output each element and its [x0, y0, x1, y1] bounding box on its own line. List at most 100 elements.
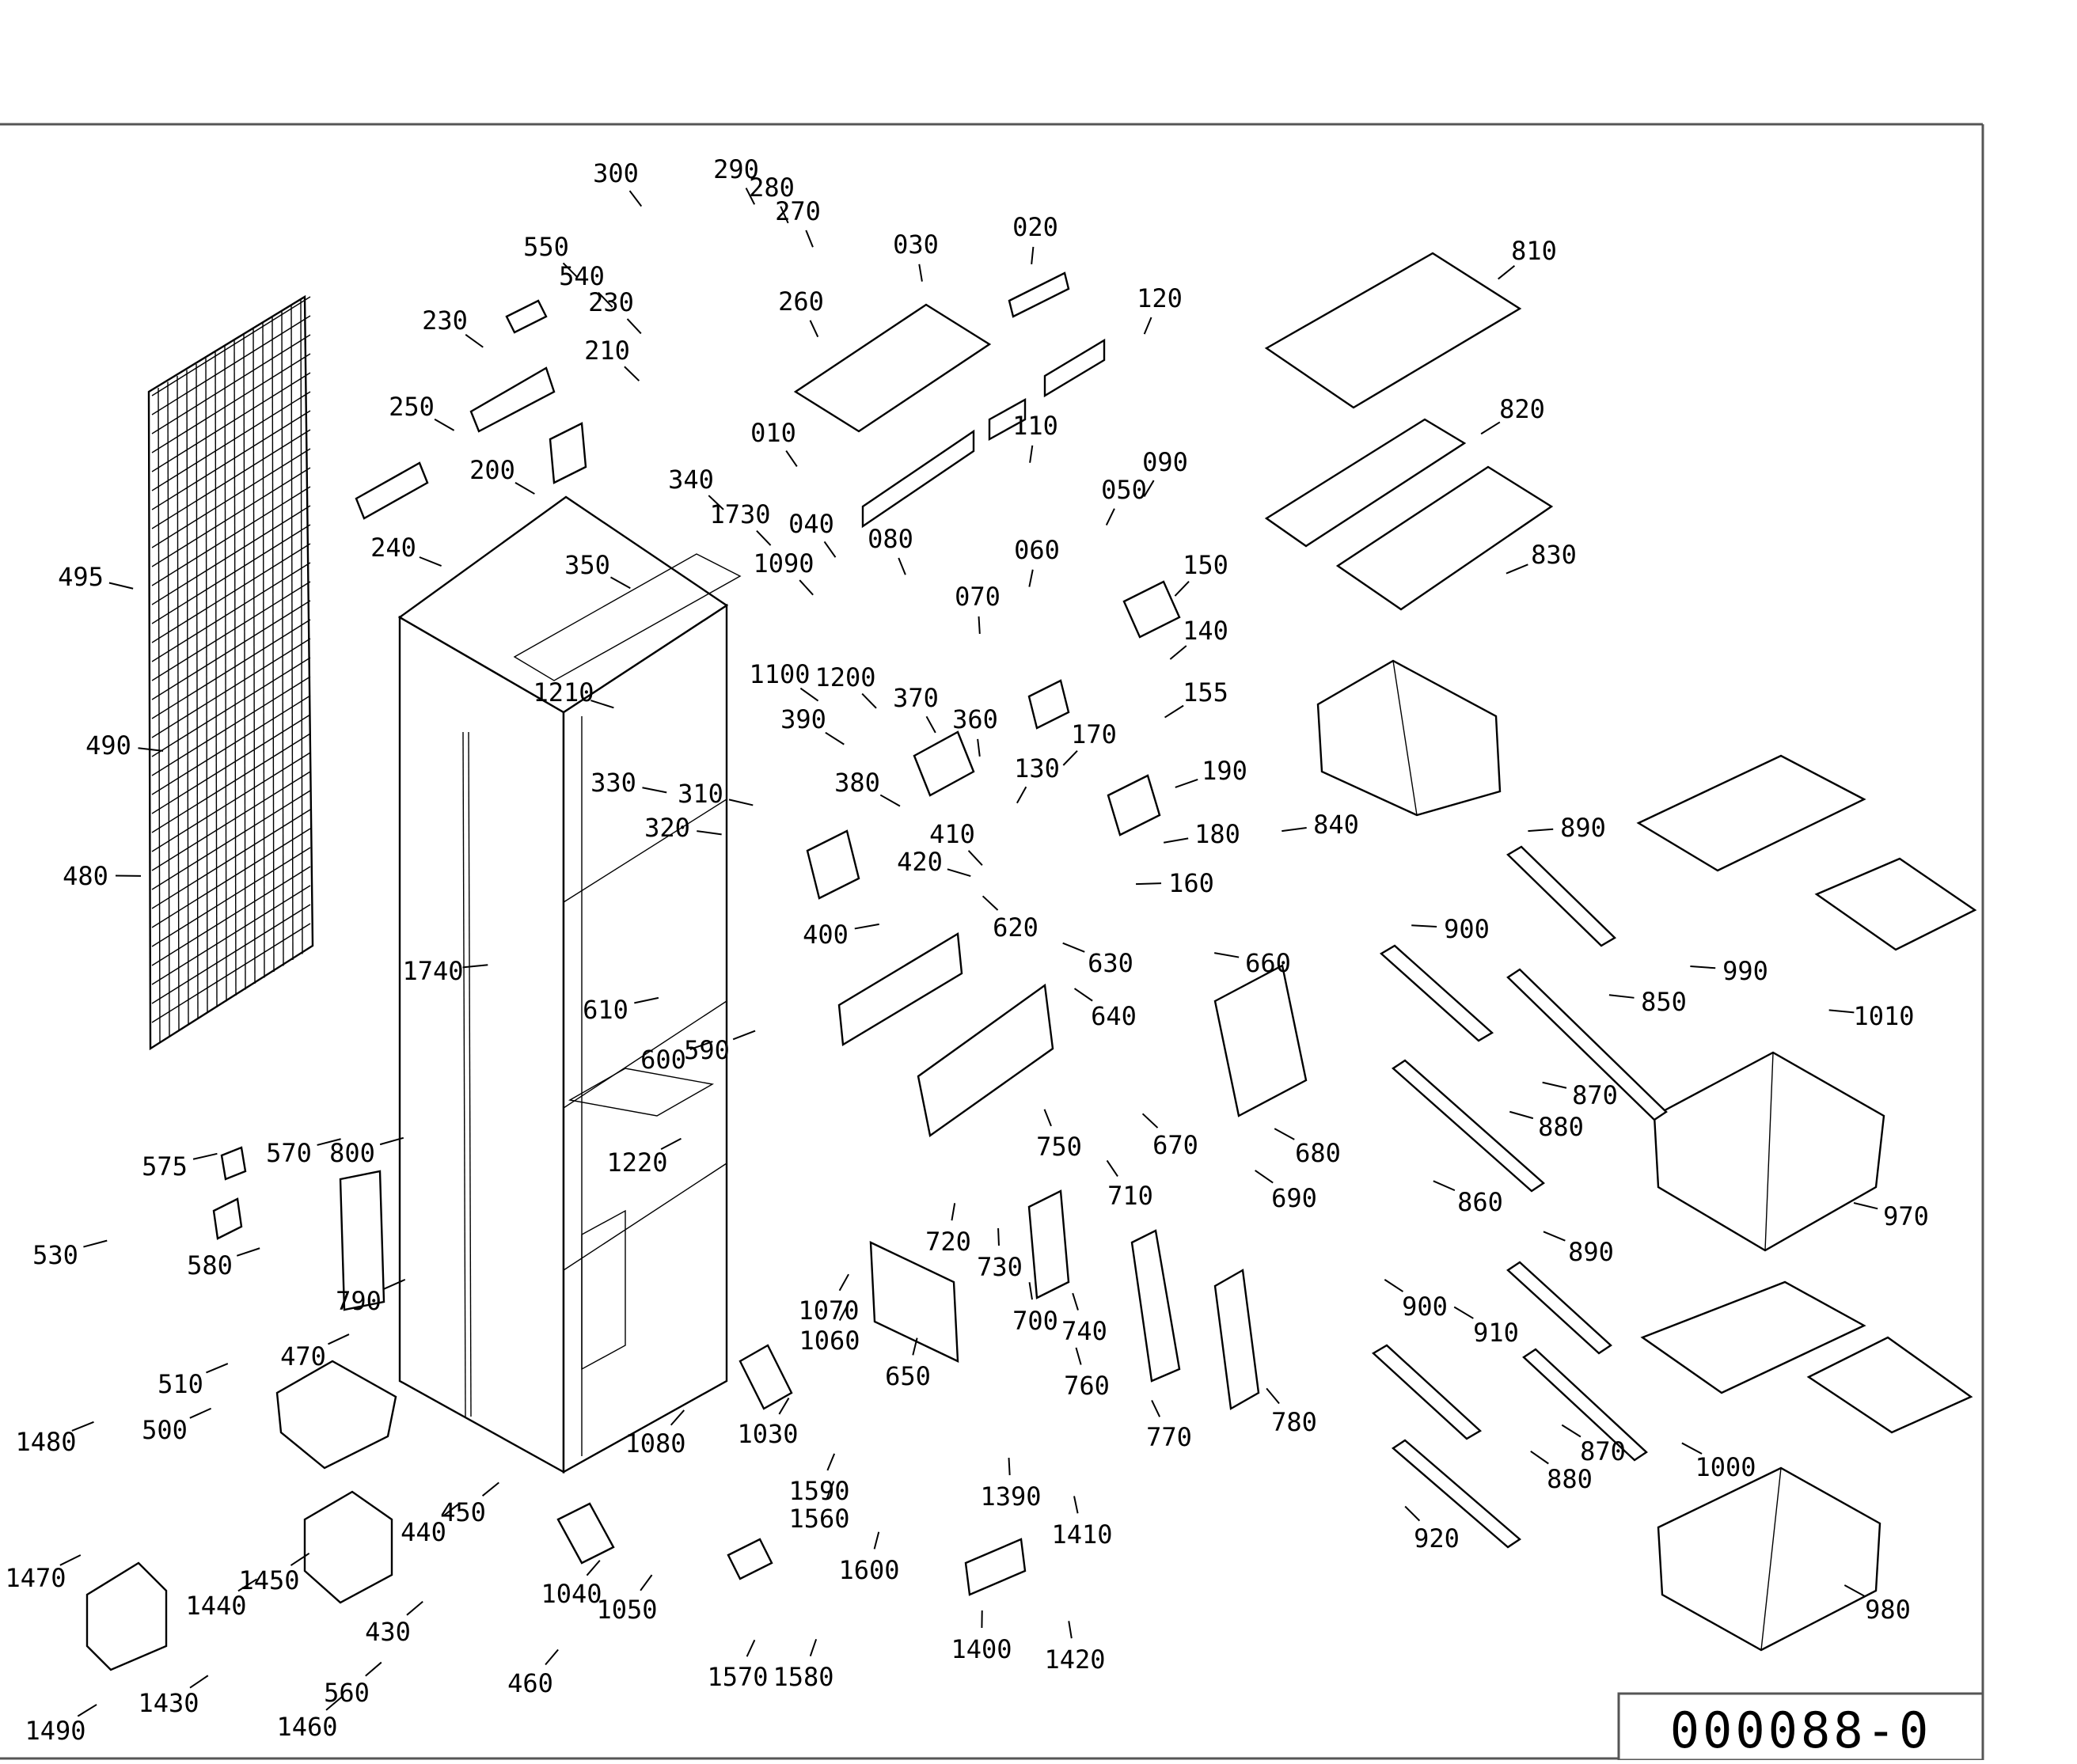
- leader-990: [1690, 966, 1715, 968]
- leader-880: [1531, 1451, 1548, 1464]
- callout-860: 860: [1457, 1187, 1503, 1217]
- callout-1480: 1480: [15, 1427, 76, 1457]
- callout-410: 410: [929, 819, 975, 849]
- callout-690: 690: [1271, 1183, 1317, 1213]
- leader-1490: [78, 1705, 97, 1717]
- leader-450: [483, 1482, 499, 1496]
- callout-190: 190: [1202, 756, 1247, 786]
- callout-810: 810: [1511, 236, 1557, 266]
- callout-890: 890: [1560, 813, 1606, 843]
- callout-390: 390: [780, 704, 826, 734]
- callout-840: 840: [1313, 810, 1359, 840]
- leader-580: [237, 1248, 260, 1256]
- callout-440: 440: [401, 1517, 446, 1547]
- callout-970: 970: [1883, 1201, 1929, 1231]
- leader-460: [545, 1649, 558, 1664]
- leader-200: [515, 483, 534, 494]
- callout-1000: 1000: [1695, 1452, 1756, 1482]
- callout-900: 900: [1444, 914, 1490, 944]
- leader-510: [206, 1364, 227, 1372]
- leader-560: [366, 1663, 382, 1676]
- leader-130: [1017, 787, 1026, 803]
- callout-870: 870: [1580, 1436, 1626, 1466]
- callout-1590: 1590: [788, 1476, 849, 1506]
- leader-1200: [862, 694, 876, 708]
- callout-890: 890: [1568, 1237, 1614, 1267]
- callout-880: 880: [1547, 1464, 1593, 1494]
- leader-lines: [60, 188, 1878, 1717]
- leader-710: [1107, 1160, 1118, 1176]
- callout-670: 670: [1152, 1130, 1198, 1160]
- callout-370: 370: [893, 683, 939, 713]
- callout-380: 380: [834, 768, 880, 798]
- leader-430: [407, 1602, 423, 1615]
- callout-160: 160: [1168, 868, 1214, 898]
- callout-640: 640: [1091, 1001, 1137, 1031]
- callout-070: 070: [955, 582, 1001, 612]
- callout-260: 260: [778, 286, 824, 317]
- callout-710: 710: [1107, 1181, 1153, 1211]
- drawer-cover-990: [1638, 756, 1864, 871]
- leader-140: [1170, 646, 1186, 659]
- callout-720: 720: [925, 1227, 971, 1257]
- leader-470: [328, 1334, 348, 1344]
- callout-210: 210: [584, 336, 630, 366]
- leader-970: [1854, 1203, 1878, 1208]
- leader-730: [998, 1228, 999, 1246]
- callout-420: 420: [897, 847, 943, 877]
- leader-920: [1405, 1507, 1419, 1521]
- callout-780: 780: [1271, 1407, 1317, 1437]
- callout-230: 230: [588, 287, 634, 317]
- callout-510: 510: [158, 1369, 203, 1399]
- leader-230: [465, 335, 483, 347]
- leader-1050: [640, 1575, 651, 1591]
- callout-1010: 1010: [1853, 1001, 1914, 1031]
- callout-1560: 1560: [788, 1504, 849, 1534]
- leader-690: [1255, 1170, 1274, 1183]
- title-block: 000088-0: [1619, 1694, 1983, 1760]
- leader-370: [926, 716, 935, 733]
- callout-1200: 1200: [814, 662, 875, 692]
- leader-1420: [1069, 1621, 1072, 1638]
- leader-575: [193, 1154, 217, 1159]
- callout-480: 480: [63, 861, 108, 891]
- callout-910: 910: [1473, 1318, 1519, 1348]
- callout-430: 430: [365, 1617, 411, 1647]
- leader-150: [1175, 582, 1189, 596]
- leader-1600: [875, 1532, 879, 1550]
- callout-1070: 1070: [798, 1295, 859, 1326]
- callout-750: 750: [1036, 1132, 1082, 1162]
- callout-1450: 1450: [238, 1565, 299, 1595]
- callout-730: 730: [977, 1252, 1023, 1282]
- leader-900: [1384, 1280, 1403, 1292]
- callout-1220: 1220: [606, 1148, 667, 1178]
- callout-495: 495: [58, 562, 104, 592]
- leader-1410: [1074, 1496, 1078, 1513]
- leader-400: [855, 924, 879, 929]
- condenser-coil: [149, 297, 313, 1049]
- leader-820: [1481, 422, 1500, 434]
- callout-320: 320: [644, 813, 690, 843]
- leader-080: [898, 558, 906, 575]
- leader-1070: [840, 1274, 849, 1291]
- callout-020: 020: [1012, 212, 1058, 242]
- callout-360: 360: [952, 704, 998, 734]
- callout-300: 300: [593, 158, 639, 188]
- callout-800: 800: [329, 1138, 375, 1168]
- callout-530: 530: [32, 1240, 78, 1270]
- callout-1080: 1080: [625, 1428, 685, 1459]
- callout-790: 790: [336, 1286, 382, 1316]
- leader-1430: [190, 1675, 208, 1687]
- leader-1730: [757, 531, 771, 545]
- leader-1580: [811, 1639, 816, 1656]
- callout-1730: 1730: [709, 499, 770, 529]
- callout-1740: 1740: [402, 956, 463, 986]
- callout-080: 080: [868, 524, 913, 554]
- document-number: 000088-0: [1670, 1701, 1932, 1759]
- callout-575: 575: [142, 1151, 188, 1182]
- callout-880: 880: [1538, 1112, 1584, 1142]
- leader-760: [1076, 1348, 1080, 1365]
- leader-1040: [587, 1561, 599, 1576]
- leader-910: [1454, 1307, 1473, 1318]
- leader-1390: [1009, 1458, 1010, 1475]
